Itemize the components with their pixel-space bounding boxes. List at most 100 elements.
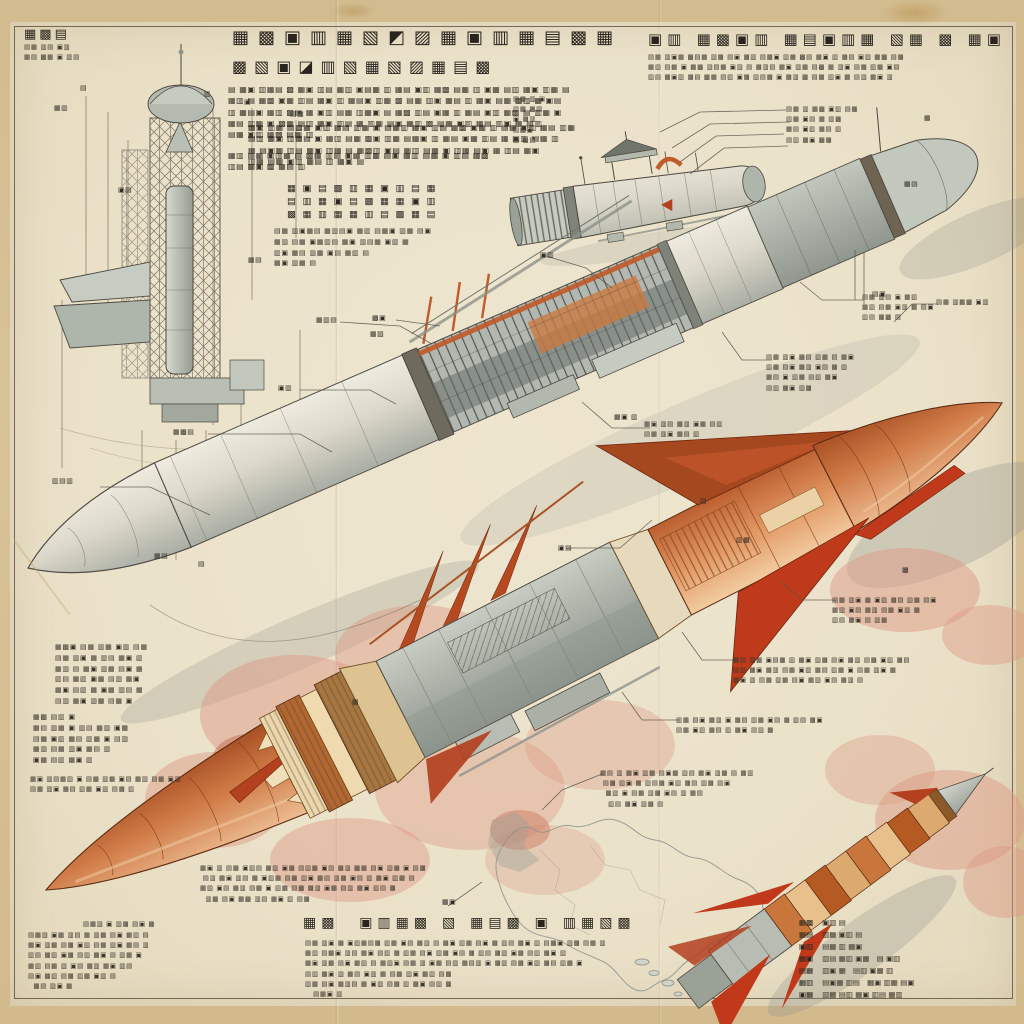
- text-line: ▦▣ ▤▥ ▦ ▣▦ ▥▤ ▦: [55, 685, 144, 695]
- map-callout-rows: ▦▤ ▥ ▦▣ ▥▦ ▤▣▦ ▥▤ ▦▣ ▥▦ ▤ ▦▥ ▤▦ ▥▣ ▦ ▥▤▦…: [600, 768, 754, 809]
- vertical-column: ▣▥▦: [301, 183, 313, 222]
- text-line: ▤▦▣: [513, 125, 534, 134]
- callout-label: ▣: [244, 98, 252, 106]
- list-item: ▤▦ ▥▣ ▦ ▤▥ ▣▦ ▥: [799, 965, 914, 977]
- text-line: ▥▦ ▩▤: [513, 105, 544, 114]
- bottom-right-list: ▦▩ ▣▥ ▤ ▦▤ ▥▦ ▣▥ ▤ ▣▥ ▤▦ ▥ ▦▣ ▦▣ ▥▤ ▦▥ ▣…: [799, 917, 914, 1001]
- right-mid-block-2: ▦▤ ▥▦ ▣▤▦ ▥ ▦▣ ▥▦ ▤▣ ▦▥ ▤▦ ▣▥ ▦▤▤▥ ▦▣ ▦▥…: [733, 655, 910, 686]
- text-line: ▥▦ ▤▣ ▦▥ ▣ ▦▤ ▥▦ ▣▤ ▦ ▥▤ ▦▣: [676, 716, 824, 724]
- text-line: ▤▦ ▥▤ ▣ ▦▥: [862, 293, 918, 301]
- vertical-column: ▦▥▤: [425, 183, 437, 222]
- text-line: ▦▣ ▥▦ ▤▩▦ ▣▥ ▦▤ ▥▦ ▣ ▤▦▥ ▦▣ ▥▤ ▦▩ ▣▦ ▥ ▤…: [248, 123, 576, 132]
- text-line: ▤▦ ▥▣▦▤ ▦▥▤▣ ▦▥ ▤▦▣ ▥▦ ▤▣: [274, 226, 432, 235]
- bottom-left-lines: ▦▣ ▥▤▦▥ ▣ ▤▦ ▥▦ ▣▤ ▦▥ ▤▦ ▣▥▤▦ ▥▣ ▦▤ ▥▦ ▣…: [30, 774, 181, 794]
- text-line: ▤▦ ▥▤ ▣▥: [24, 43, 71, 51]
- text-line: ▤▦ ▣▥ ▦▤ ▥ ▦▣ ▤▥ ▦: [676, 726, 775, 735]
- paragraph-b: ▦▣ ▥▦ ▤▩▦ ▣▥ ▦▤ ▥▦ ▣ ▤▦▥ ▦▣ ▥▤ ▦▩ ▣▦ ▥ ▤…: [248, 122, 576, 167]
- list-item-value: ▤▦ ▥ ▦▣: [822, 942, 863, 951]
- text-line: ▤▥ ▦▣ ▩▦: [786, 135, 833, 144]
- text-line: ▥▤ ▦▩ ▤: [862, 313, 902, 322]
- text-line: ▣▦ ▤▥ ▦▣ ▥: [33, 755, 94, 765]
- missile-callout-rows: ▤▦ ▥ ▦▩ ▣▥ ▤▦▥▦ ▣▤ ▦ ▥▩▦▤ ▣▥ ▦▤ ▥▤▥ ▦▣ ▩…: [786, 104, 858, 145]
- text-line: ▥▤ ▦▣▥ ▦▤ ▩▦ ▤▥ ▣▦ ▥▤▦ ▣ ▦▥ ▩ ▤▦ ▥▣ ▦ ▤▥…: [648, 73, 894, 82]
- text-line: ▤▦ ▥ ▣: [513, 95, 546, 103]
- pre-title-row: ▤▦▥ ▣ ▥▦ ▤▣ ▦: [83, 920, 156, 928]
- callout-label: ▦▩▤: [173, 428, 195, 436]
- vertical-column: ▤▦▥: [317, 183, 328, 222]
- text-line: ▦▥ ▣ ▤▦ ▥▦ ▣▤ ▥ ▦▤: [600, 789, 704, 798]
- list-item-key: ▦▤: [799, 930, 814, 939]
- header-title-right: ▣▥ ▦▩▣▥ ▦▤▣▥▦ ▧▦ ▩ ▦▣: [648, 30, 1006, 48]
- paragraph-c: ▦▥ ▤▦ ▣▥▦ ▤ ▩▦ ▥▤ ▣▦ ▥▦ ▤▣ ▦▥ ▤▦ ▣ ▥▤ ▦▩…: [228, 150, 489, 173]
- border-frame: [14, 26, 1013, 999]
- text-line: ▦ ▤▣▦ ▥▤ ▦▣ ▥▦ ▤ ▦▩▥ ▣▤ ▦▥ ▤▦ ▣ ▥▦ ▤▣ ▦ …: [248, 145, 540, 155]
- left-block-1: ▦▩▣ ▤▦ ▥▦ ▣▥ ▤▦▤▦ ▥▣ ▦ ▥▤ ▦▣ ▥▦▥ ▤ ▦▣ ▥▦…: [55, 642, 148, 707]
- text-line: ▤▦ ▣▥ ▦▤ ▥▦ ▣ ▤▥: [33, 733, 129, 743]
- list-item: ▣▥ ▤▦ ▥ ▦▣: [799, 941, 914, 953]
- text-line: ▤▦ ▣▥ ▦▩ ▤▦ ▥: [228, 130, 314, 140]
- callout-label: ▤: [80, 84, 88, 92]
- fin-callout-rows: ▤▦ ▥▣ ▦▤ ▥▦ ▤ ▦▣▥▦ ▤▣ ▦▥ ▣▤ ▦ ▥▦▤ ▣ ▥▦ ▤…: [766, 352, 855, 393]
- right-mid-block-1: ▤▦ ▥▣ ▦ ▣▥ ▦▤ ▥▦ ▤▣▦▥ ▣▤ ▦▥ ▤▦ ▣▥ ▦▥▤ ▦▣…: [832, 595, 937, 626]
- text-line: ▥▦ ▤▣ ▦▥ ▣▤ ▦ ▥: [766, 363, 848, 372]
- text-line: ▦▤ ▩▦ ▣ ▥▤: [24, 53, 80, 62]
- list-item-key: ▦▥: [799, 978, 814, 987]
- list-item-key: ▦▣: [799, 954, 814, 963]
- callout-label: ▩: [902, 566, 910, 574]
- list-item: ▦▣ ▥▤ ▦▥ ▣▦ ▤ ▣▥: [799, 953, 914, 965]
- text-line: ▦▤ ▥ ▦▣ ▥▦ ▤▣▦ ▥▤ ▦▣ ▥▦ ▤ ▦▥: [600, 769, 755, 777]
- callout-label: ▦▨: [370, 330, 385, 338]
- text-line: ▤▣ ▦▥ ▤▦ ▥▦ ▣▥ ▤: [28, 971, 117, 980]
- text-line: ▦▥ ▣▤ ▦▥ ▤▦ ▣▥ ▦: [832, 606, 921, 615]
- callout-label: ▩▣: [372, 314, 387, 322]
- text-line: ▦▥ ▤▦ ▣▥▦ ▤ ▩▦ ▥▤ ▣▦ ▥▦ ▤▣ ▦▥ ▤▦ ▣ ▥▤ ▦▩: [228, 151, 490, 160]
- text-line: ▤▦▥ ▣▦ ▥▤ ▦ ▥▦ ▤▣ ▦▥ ▤: [28, 931, 150, 939]
- callout-label: ▤▦: [290, 110, 305, 118]
- bottom-left-paragraph: ▤▦▥ ▣▦ ▥▤ ▦ ▥▦ ▤▣ ▦▥ ▤ ▦▣ ▥▦ ▤▦ ▣▥ ▤▦ ▥▣ …: [28, 930, 149, 991]
- vertical-column: ▤▣▦: [410, 183, 421, 222]
- callout-label: ▤▣: [872, 290, 887, 298]
- callout-label: ▣▥: [540, 251, 555, 259]
- vertical-column: ▦▤▩: [286, 183, 297, 222]
- header-title-left: ▦▩▣▥▦▧◩▨▦▣▥▦▤▩▦: [232, 27, 623, 48]
- text-line: ▦ ▥▤: [513, 135, 537, 144]
- paragraph-d: ▤▦ ▥▣▦▤ ▦▥▤▣ ▦▥ ▤▦▣ ▥▦ ▤▣▦▥ ▤▦ ▣▦▥▤ ▦▣ ▥…: [274, 226, 432, 269]
- list-item-value: ▣▥ ▤: [822, 918, 846, 927]
- list-item-value: ▥▦ ▤▥ ▦▣ ▥▤ ▦▥: [822, 990, 903, 999]
- callout-label: ▣▥: [278, 384, 293, 392]
- text-line: ▦▣ ▥▦ ▤▣ ▦▥ ▤ ▦▥▣ ▤▦ ▥ ▣▦ ▤▥ ▦▤▥ ▣ ▦▥ ▤▦…: [305, 959, 584, 968]
- text-line: ▤▥ ▦▣ ▥ ▦▤ ▣▥ ▦ ▤▦ ▥▣ ▦▥ ▤▦: [305, 969, 453, 978]
- text-line: ▦▣ ▥▦ ▤▦ ▣▥ ▤▦ ▥▣ ▦▤ ▥: [28, 941, 150, 950]
- vertical-column: ▥▦▩: [394, 183, 406, 222]
- text-line: ▤▦ ▥▣ ▦▤ ▥▦ ▤ ▦▣: [766, 353, 855, 361]
- bottom-center-paragraph: ▤▦ ▥▣ ▦ ▣▥▦▤▦ ▥▦ ▣▤ ▦▥ ▤ ▦▣ ▥▦ ▤▣ ▦ ▥▤ ▦…: [305, 938, 606, 999]
- text-line: ▦▩▣ ▤▦ ▥▦ ▣▥ ▤▦: [55, 642, 148, 651]
- launch-tower: [53, 44, 341, 560]
- list-item-value: ▥▣ ▦ ▤▥ ▣▦ ▥: [822, 966, 894, 975]
- header-right-rows: ▤▦ ▥▣▦ ▩▤▦ ▥▦ ▤▣ ▦▥ ▤▦▣ ▥▦ ▩▤ ▦▣ ▥ ▦▤ ▣▥…: [648, 52, 904, 83]
- engine-callout-rows: ▦▣ ▥ ▤▦ ▣▥▤ ▦▥ ▣▦ ▤▥▦ ▣▤ ▦▥ ▩▦ ▤▣ ▥▦ ▣ ▤…: [200, 863, 426, 904]
- vertical-column: ▣▦▤: [379, 183, 390, 222]
- corner-title: ▦▩▤: [24, 27, 70, 42]
- callout-label: ▦▣: [442, 898, 457, 906]
- text-line: ▤▥ ▦▣ ▥▦: [766, 383, 813, 392]
- text-line: ▤ ▦▣ ▥▦▤ ▩ ▦▣ ▥▤ ▦▥ ▣▤▦ ▥ ▦▤ ▣▥ ▦▩ ▤▦ ▥ …: [228, 85, 571, 94]
- list-item-key: ▦▩: [799, 918, 814, 927]
- leader-lines: [13, 109, 938, 907]
- callout-label: ▣▤: [118, 186, 133, 194]
- bottom-section-title: ▦▩ ▣▥▦▩ ▧ ▦▤▩ ▣ ▥▦▧▩: [303, 915, 636, 931]
- text-line: ▦▥ ▤▦ ▣ ▦▩ ▥▤▦ ▣▥ ▤ ▦▥▤ ▦▣ ▥▦ ▤▩ ▦ ▥▣ ▤▦…: [648, 63, 901, 72]
- text-line: ▥▦ ▤▦ ▣▥ ▦▤ ▥ ▦▣ ▤: [248, 157, 365, 167]
- text-line: ▦▣ ▥▤▦▥ ▣ ▤▦ ▥▦ ▣▤ ▦▥ ▤▦ ▣▥: [30, 775, 182, 783]
- callout-label: ▦▤: [904, 180, 919, 188]
- text-line: ▤▦▣ ▥: [305, 990, 344, 999]
- list-item-value: ▤▣▦ ▥▤ ▦▣ ▥▦ ▤▣: [822, 978, 915, 987]
- text-line: ▥▦ ▤▣ ▦▥▤ ▦ ▣▥ ▤▦ ▥ ▦▣ ▤▥ ▦: [305, 979, 453, 988]
- text-line: ▦▣ ▥▤ ▦▥ ▣▦ ▤▥: [644, 420, 724, 428]
- text-line: ▥▤ ▦▥ ▣▦ ▤▥ ▦▣: [55, 674, 141, 684]
- vertical-column: ▦▩▥: [363, 183, 375, 222]
- callout-label: ▥▦: [736, 536, 751, 544]
- callout-label: ▦▤: [154, 552, 169, 560]
- text-line: ▤▦ ▥▦▩ ▣▥: [936, 298, 990, 306]
- text-line: ▥▤ ▦▣ ▩ ▦▤ ▥: [228, 162, 306, 172]
